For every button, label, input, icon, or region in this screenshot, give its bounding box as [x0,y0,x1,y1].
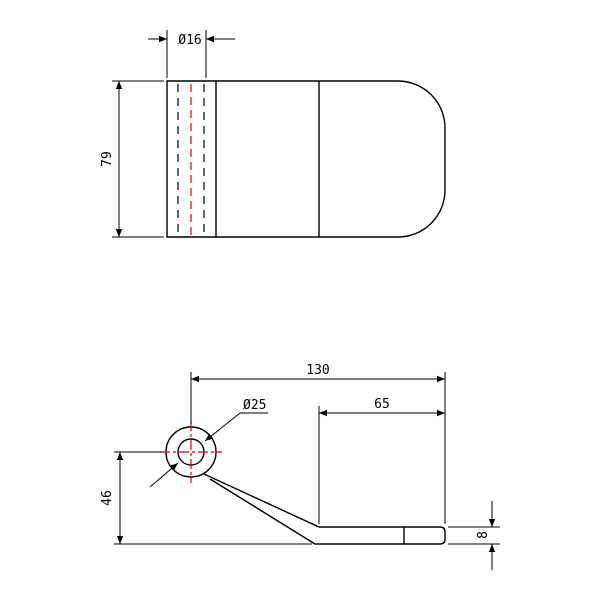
dim-pin-diameter-label: Ø16 [178,33,201,48]
arm-outline [203,473,446,545]
dim-overall-length: 130 [190,363,446,524]
dim-overall-length-label: 130 [306,363,329,378]
dim-flat-length: 65 [318,397,445,524]
dim-front-height: 46 [100,451,312,545]
dim-eye-diameter: Ø25 [149,398,268,488]
dim-thickness: 8 [448,501,500,570]
dim-top-height: 79 [100,80,164,238]
dim-thickness-label: 8 [476,531,491,539]
dim-pin-diameter: Ø16 [148,30,235,78]
dim-eye-diameter-label: Ø25 [243,398,266,413]
top-view: Ø16 79 [100,30,446,238]
dim-flat-length-label: 65 [374,397,390,412]
front-view: Ø25 130 65 46 [100,363,500,570]
top-view-outline [166,80,446,238]
dim-front-height-label: 46 [100,490,115,506]
dim-top-height-label: 79 [100,151,115,167]
